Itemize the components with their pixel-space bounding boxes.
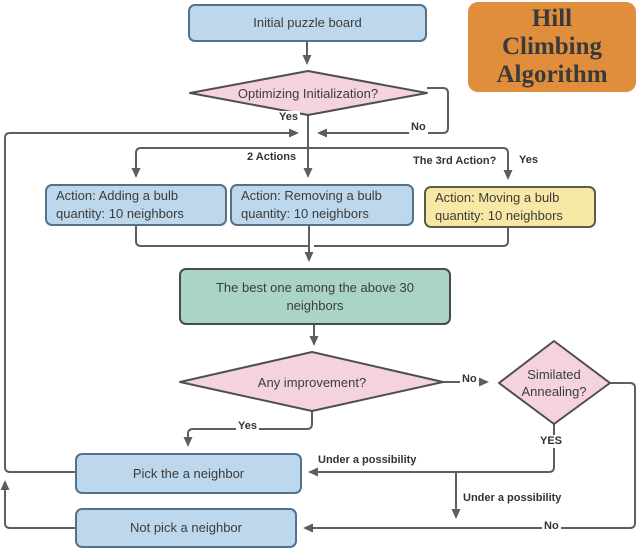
edge-label-yes-top: Yes <box>277 111 300 124</box>
node-action-removing: Action: Removing a bulb quantity: 10 nei… <box>230 184 414 226</box>
improvement-diamond-shape <box>179 351 444 412</box>
edge-label-two-actions: 2 Actions <box>245 151 299 164</box>
edge-split-to-action-add <box>131 147 308 178</box>
node-not-pick-neighbor: Not pick a neighbor <box>75 508 297 548</box>
edge-label-under-possibility-pick: Under a possibility <box>316 454 419 467</box>
edge-no-loop-to-junction <box>317 87 449 138</box>
node-pick-neighbor: Pick the a neighbor <box>75 453 302 494</box>
title-badge: Hill Climbing Algorithm <box>468 2 636 92</box>
annealing-diamond-label: Similated Annealing? <box>521 367 587 399</box>
edge-split-to-action-move <box>308 147 513 180</box>
optimizing-diamond-shape <box>189 70 428 116</box>
optimizing-diamond-label: Optimizing Initialization? <box>237 85 379 101</box>
edge-label-no-bottom: No <box>542 520 561 533</box>
edge-not-pick-loop-up <box>0 480 75 529</box>
edge-label-no-top: No <box>409 121 428 134</box>
edge-pick-loop-to-junction <box>4 128 299 473</box>
edge-merge-from-action-add <box>135 226 308 247</box>
node-action-moving: Action: Moving a bulb quantity: 10 neigh… <box>424 186 596 228</box>
edge-label-yes-annealing: YES <box>538 435 565 448</box>
node-best-neighbor: The best one among the above 30 neighbor… <box>179 268 451 325</box>
edge-annealing-no-to-not-pick <box>303 382 636 533</box>
edge-label-under-possibility-notpick: Under a possibility <box>461 492 564 505</box>
edge-label-yes-third: Yes <box>517 154 540 167</box>
improvement-diamond-label: Any improvement? <box>257 374 367 390</box>
node-initial-puzzle-board: Initial puzzle board <box>188 4 427 42</box>
edge-merge-from-action-move <box>314 228 509 247</box>
annealing-diamond-shape <box>498 340 611 425</box>
edge-label-no-improvement: No <box>460 373 479 386</box>
edge-label-third-action: The 3rd Action? <box>411 155 499 168</box>
edge-label-yes-improvement: Yes <box>236 420 259 433</box>
edge-annealing-yes-to-pick <box>308 424 555 477</box>
node-action-adding: Action: Adding a bulb quantity: 10 neigh… <box>45 184 227 226</box>
